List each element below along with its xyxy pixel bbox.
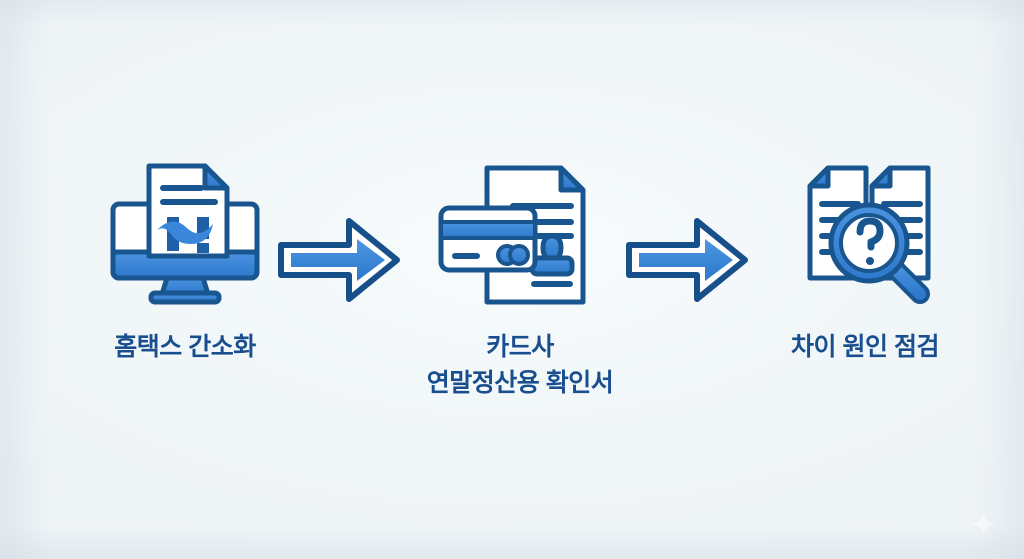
flow-connector-2 — [625, 215, 750, 310]
step-3-caption-line-1: 차이 원인 점검 — [791, 333, 939, 361]
arrow-right-icon — [278, 218, 400, 302]
flow-step-1: 홈택스 간소화 — [60, 160, 310, 366]
arrow-right-icon — [626, 218, 748, 302]
step-1-caption-line-1: 홈택스 간소화 — [114, 333, 256, 361]
step-1-caption: 홈택스 간소화 — [114, 330, 256, 366]
flow-connector-1 — [277, 215, 402, 310]
flow-step-2: 카드사 연말정산용 확인서 — [390, 160, 650, 401]
step-1-icon-wrap — [105, 160, 265, 310]
documents-magnifier-question-icon — [807, 165, 931, 304]
step-2-caption-line-2: 연말정산용 확인서 — [426, 368, 614, 397]
monitor-document-hometax-icon — [110, 163, 260, 305]
step-2-caption: 카드사 연말정산용 확인서 — [426, 330, 614, 401]
flow-step-3: 차이 원인 점검 — [740, 160, 990, 366]
step-3-icon-wrap — [780, 160, 950, 310]
credit-card-certificate-stamp-icon — [438, 165, 586, 305]
step-2-caption-line-1: 카드사 — [486, 333, 554, 361]
step-3-caption: 차이 원인 점검 — [791, 330, 939, 366]
step-2-icon-wrap — [435, 160, 605, 310]
